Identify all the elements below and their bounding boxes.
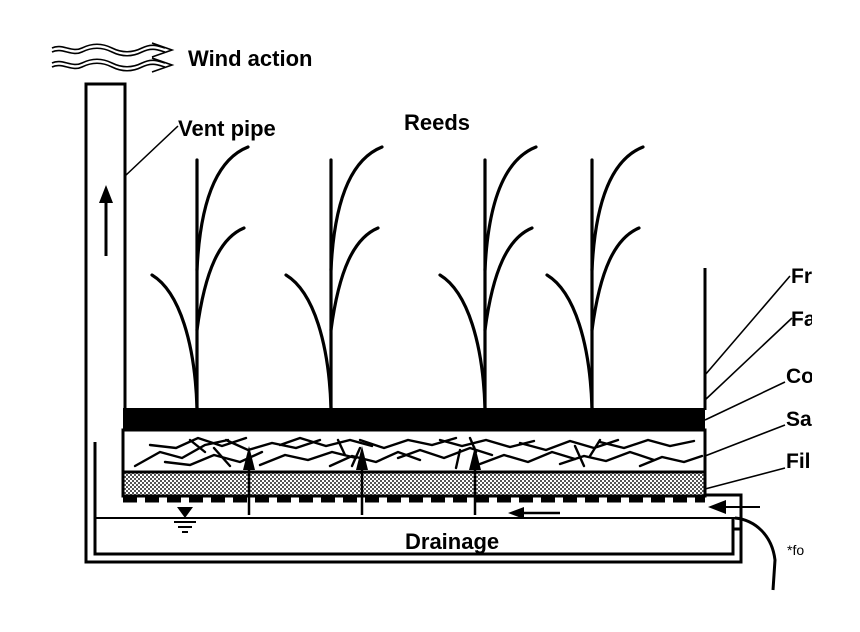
aeration-pipes — [247, 468, 477, 515]
layer-label-freeboard: Fr — [791, 265, 812, 288]
vent-pipe-label: Vent pipe — [178, 116, 276, 141]
layer-label-filter: Fil — [786, 450, 811, 473]
footnote-label: *fo — [787, 542, 804, 558]
reed-1 — [150, 145, 250, 412]
reed-2 — [284, 145, 384, 412]
layer-label-compost: Co — [786, 365, 814, 388]
reed-4 — [545, 145, 645, 412]
drainage-channel — [84, 442, 743, 564]
compost-layer — [123, 408, 705, 430]
drainage-label: Drainage — [405, 529, 499, 554]
vent-pipe — [84, 82, 127, 448]
up-arrow-icon — [99, 185, 113, 256]
reeds-label: Reeds — [404, 110, 470, 135]
wind-lines — [51, 42, 175, 73]
water-level-icon — [174, 507, 196, 533]
inlet-arrow-icon — [708, 500, 760, 514]
inlet-pipe — [734, 516, 777, 591]
right-edge-mask — [812, 250, 860, 580]
vent-pipe-leader-line — [124, 125, 179, 177]
layer-label-sand: Sa — [786, 408, 812, 431]
flow-arrow-icon — [508, 507, 560, 519]
reed-3 — [438, 145, 538, 412]
layer-label-fa: Fa — [791, 308, 816, 331]
wind-action-label: Wind action — [188, 46, 312, 71]
root-mass — [133, 436, 704, 470]
air-arrow-icons — [243, 446, 481, 470]
reeds — [150, 145, 645, 412]
filter-layer — [121, 470, 707, 498]
layer-leader-lines — [704, 275, 793, 490]
